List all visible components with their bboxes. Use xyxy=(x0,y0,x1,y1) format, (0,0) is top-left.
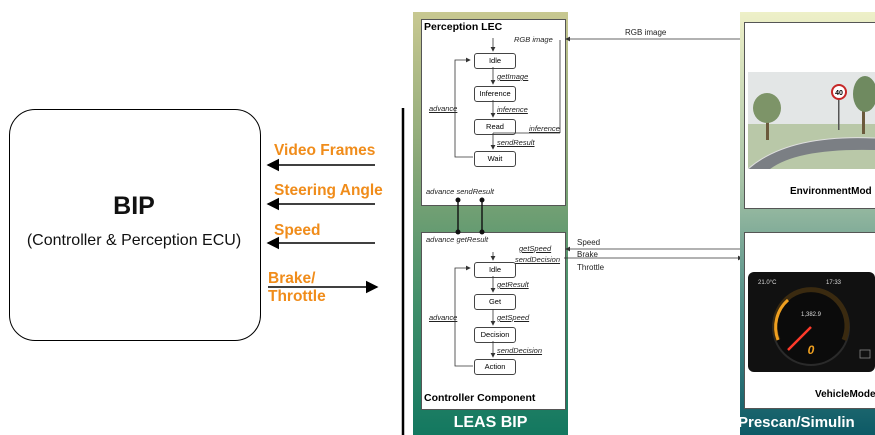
tree-icon xyxy=(753,93,781,140)
perception-side-inference: inference xyxy=(529,124,560,133)
perception-bottom-ports: advance sendResult xyxy=(426,187,494,196)
perception-trans-sendresult: sendResult xyxy=(497,138,535,147)
link-rgb-label: RGB image xyxy=(625,28,667,37)
controller-trans-getspeed: getSpeed xyxy=(497,313,530,322)
prescan-simulink-label: Prescan/Simulin xyxy=(738,414,855,431)
controller-state-idle: Idle xyxy=(474,262,516,278)
signal-brake: Brake/ xyxy=(268,270,316,287)
bip-title: BIP xyxy=(113,192,155,220)
controller-port-getspeed: getSpeed xyxy=(519,244,552,253)
link-speed-label: Speed xyxy=(577,238,601,247)
svg-text:17:33: 17:33 xyxy=(826,280,842,286)
svg-text:40: 40 xyxy=(835,90,843,97)
signal-steering-angle: Steering Angle xyxy=(274,182,383,199)
controller-trans-getresult: getResult xyxy=(497,280,529,289)
controller-component: advance getResult getSpeed sendDecision … xyxy=(421,232,566,410)
svg-text:0: 0 xyxy=(808,343,815,357)
bip-box xyxy=(9,109,261,341)
leas-bip-label: LEAS BIP xyxy=(453,414,528,431)
perception-state-read: Read xyxy=(474,119,516,135)
bip-subtitle: (Controller & Perception ECU) xyxy=(26,232,242,249)
speed-sign-icon: 40 xyxy=(831,84,847,130)
controller-state-decision: Decision xyxy=(474,327,516,343)
perception-title: Perception LEC xyxy=(424,21,503,33)
svg-text:21.0°C: 21.0°C xyxy=(758,280,777,286)
controller-state-action: Action xyxy=(474,359,516,375)
svg-text:1,382.9: 1,382.9 xyxy=(801,312,822,318)
controller-loop-advance: advance xyxy=(429,313,458,322)
signal-video-frames: Video Frames xyxy=(274,142,376,159)
perception-state-idle: Idle xyxy=(474,53,516,69)
controller-trans-senddecision: sendDecision xyxy=(497,346,543,355)
environment-scene-image: 40 xyxy=(748,72,875,169)
environment-title: EnvironmentMod xyxy=(790,186,872,197)
controller-port-senddecision: sendDecision xyxy=(515,255,561,264)
signal-speed: Speed xyxy=(274,222,321,239)
perception-state-wait: Wait xyxy=(474,151,516,167)
controller-top-ports: advance getResult xyxy=(426,235,489,244)
perception-trans-getimage: getImage xyxy=(497,72,529,81)
signal-throttle: Throttle xyxy=(268,288,326,305)
perception-loop-advance: advance xyxy=(429,104,458,113)
controller-title: Controller Component xyxy=(424,392,536,404)
vehicle-dashboard-image: 21.0°C 17:33 1,382.9 0 xyxy=(748,272,875,372)
vehicle-title: VehicleMode xyxy=(815,389,875,400)
perception-trans-inference: inference xyxy=(497,105,528,114)
controller-state-get: Get xyxy=(474,294,516,310)
tree-icon xyxy=(853,76,875,134)
perception-port-rgb: RGB image xyxy=(514,35,553,44)
link-brake-label: Brake xyxy=(577,250,598,259)
perception-state-inference: Inference xyxy=(474,86,516,102)
link-throttle-label: Throttle xyxy=(577,263,605,272)
